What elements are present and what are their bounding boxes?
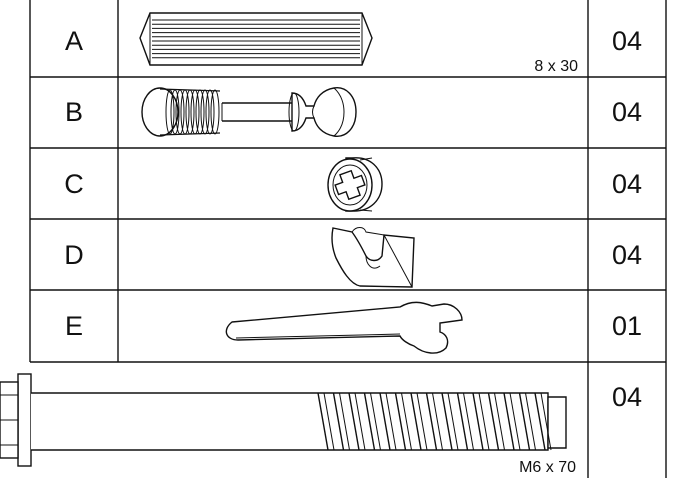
part-qty-screw: 04 [612, 382, 642, 412]
part-letter-e: E [65, 311, 83, 341]
cam-bolt-icon [141, 87, 357, 137]
cam-cover-icon [331, 227, 415, 288]
part-qty-b: 04 [612, 97, 642, 127]
part-qty-c: 04 [612, 169, 642, 199]
part-letter-c: C [64, 169, 84, 199]
part-letter-b: B [65, 97, 83, 127]
part-size-a: 8 x 30 [534, 58, 578, 75]
part-letter-d: D [64, 240, 84, 270]
wooden-dowel-icon [139, 12, 373, 66]
part-size-screw: M6 x 70 [519, 459, 576, 476]
part-qty-a: 04 [612, 26, 642, 56]
part-qty-e: 01 [612, 311, 642, 341]
part-letter-a: A [65, 26, 83, 56]
part-qty-d: 04 [612, 240, 642, 270]
parts-table-grid [29, 0, 667, 478]
wrench-icon [225, 301, 463, 354]
screw-icon [0, 373, 567, 467]
cam-lock-icon [327, 157, 383, 212]
